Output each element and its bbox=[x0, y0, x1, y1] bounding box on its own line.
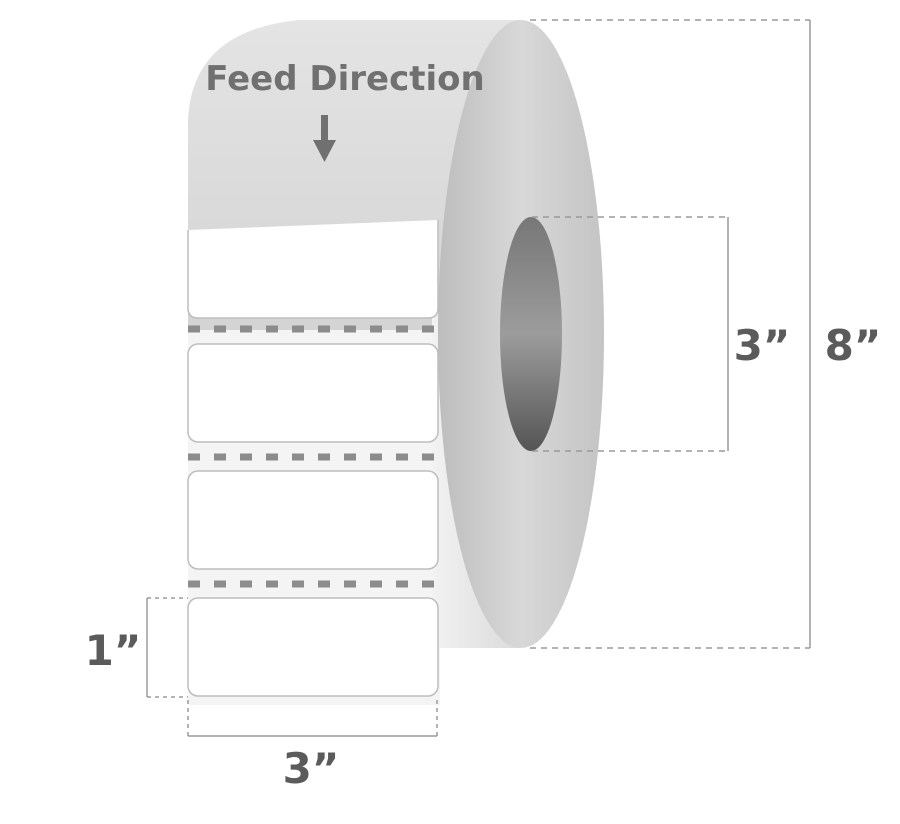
label bbox=[187, 343, 439, 443]
label-width-label: 3” bbox=[283, 744, 340, 793]
feed-direction-label: Feed Direction bbox=[205, 59, 484, 99]
dimension-lines bbox=[146, 19, 811, 737]
perforations bbox=[188, 325, 438, 588]
label-height-label: 1” bbox=[85, 626, 142, 675]
roll-diameter-label: 8” bbox=[825, 321, 882, 370]
core-diameter-label: 3” bbox=[734, 321, 791, 370]
arrow-down-icon bbox=[313, 115, 336, 162]
label bbox=[187, 470, 439, 570]
labels bbox=[187, 220, 439, 697]
label bbox=[187, 597, 439, 697]
core-hole bbox=[500, 217, 562, 451]
label bbox=[187, 220, 439, 319]
